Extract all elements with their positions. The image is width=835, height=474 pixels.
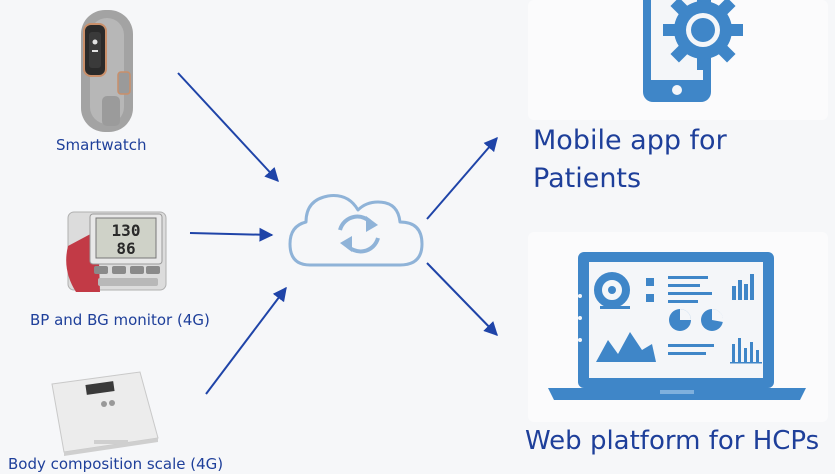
scale-image	[51, 371, 159, 456]
arrow-monitor-to-cloud	[189, 227, 274, 242]
bp-monitor-screen-bottom: 86	[116, 239, 135, 258]
bp-monitor-label: BP and BG monitor (4G)	[30, 311, 210, 329]
bp-monitor-image	[66, 211, 167, 292]
arrow-smartwatch-to-cloud	[177, 72, 279, 183]
arrow-scale-to-cloud	[205, 286, 287, 395]
laptop-dashboard-icon	[548, 252, 806, 400]
arrow-cloud-to-web	[426, 262, 498, 337]
mobile-app-label-line2: Patients	[533, 163, 642, 194]
scale-label: Body composition scale (4G)	[8, 455, 224, 473]
phone-gear-icon	[643, 0, 743, 102]
web-platform-label: Web platform for HCPs	[525, 426, 820, 456]
cloud-sync-icon	[288, 194, 424, 267]
arrow-cloud-to-mobile	[426, 136, 498, 220]
smartwatch-image	[81, 10, 133, 132]
mobile-app-label-line1: Mobile app for	[533, 125, 727, 156]
bp-monitor-screen-top: 130	[112, 221, 141, 240]
smartwatch-label: Smartwatch	[56, 136, 147, 154]
